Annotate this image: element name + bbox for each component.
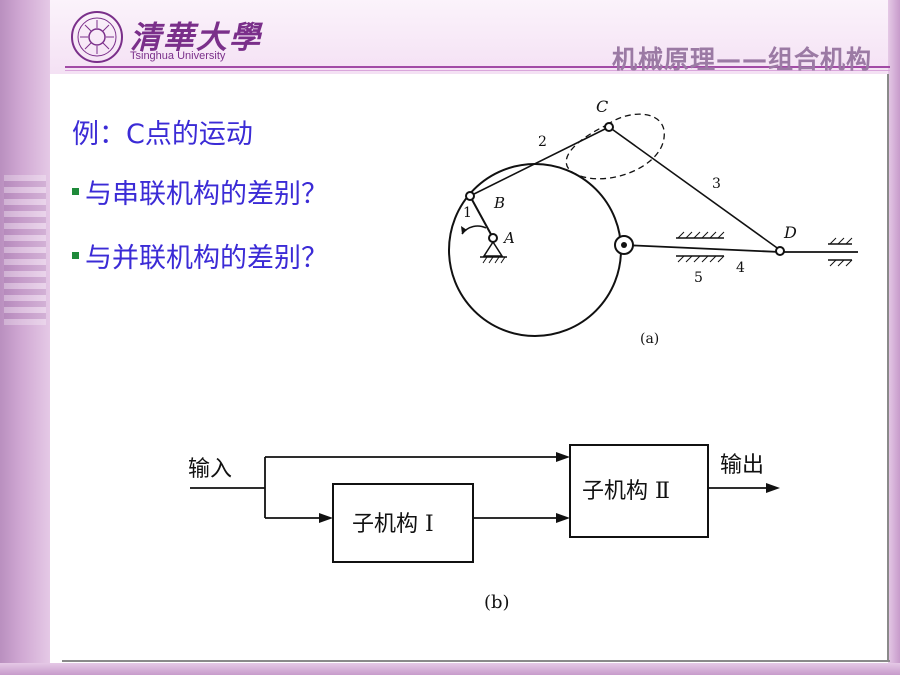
ground-A (482, 240, 504, 257)
bullet-square-icon (72, 188, 79, 195)
right-divider (887, 74, 889, 662)
header-divider (65, 66, 890, 68)
label-C: C (596, 97, 608, 116)
label-3: 3 (712, 176, 721, 192)
label-2: 2 (538, 134, 547, 150)
left-decor-band (0, 0, 50, 675)
label-B: B (493, 194, 505, 212)
figure-b-caption: (b) (484, 592, 510, 613)
label-4: 4 (736, 260, 745, 276)
university-english-name: Tsinghua University (130, 50, 226, 62)
university-name: 清華大學 (130, 20, 262, 56)
header-divider-thin (65, 70, 890, 71)
link-CD (608, 126, 781, 251)
figure-a-caption: (a) (640, 331, 659, 347)
link-BC (469, 126, 610, 197)
bottom-decor-band (0, 663, 900, 675)
input-label: 输入 (188, 457, 232, 482)
campus-photo-strip (4, 175, 46, 325)
course-title: 机械原理——组合机构 (611, 45, 872, 74)
bullet-text-parallel: 与并联机构的差别？ (85, 243, 328, 274)
example-line: 例：C点的运动 (72, 119, 253, 150)
gear-circle (448, 163, 622, 337)
university-seal-icon (71, 11, 123, 63)
bullet-item-serial: 与串联机构的差别？ (72, 172, 328, 211)
coupler-curve (565, 113, 665, 180)
figure-b-block-diagram: 输入 子机构 I 子机构 Ⅱ 输出 (b) (188, 444, 780, 613)
submechanism-2-label: 子机构 Ⅱ (582, 479, 670, 504)
joint-C (604, 122, 614, 132)
footer-divider (62, 660, 890, 662)
link-AB (469, 195, 494, 239)
label-A: A (502, 229, 515, 247)
label-D: D (783, 223, 797, 242)
output-label: 输出 (720, 453, 764, 478)
header-band (50, 0, 900, 74)
content-area (50, 74, 888, 663)
submechanism-2-box (569, 444, 709, 538)
bullet-item-parallel: 与并联机构的差别？ (72, 236, 328, 275)
joint-D (775, 246, 785, 256)
bullet-square-icon (72, 252, 79, 259)
label-1: 1 (463, 205, 472, 221)
submechanism-1-label: 子机构 I (352, 512, 434, 537)
label-5: 5 (694, 270, 703, 286)
right-decor-band (888, 0, 900, 675)
link-4 (623, 244, 781, 253)
joint-B (465, 191, 475, 201)
submechanism-1-box (332, 483, 474, 563)
bullet-text-serial: 与串联机构的差别？ (85, 179, 328, 210)
figure-a-linkage-diagram: C 2 3 B 1 A D 5 4 (a) (448, 97, 858, 347)
